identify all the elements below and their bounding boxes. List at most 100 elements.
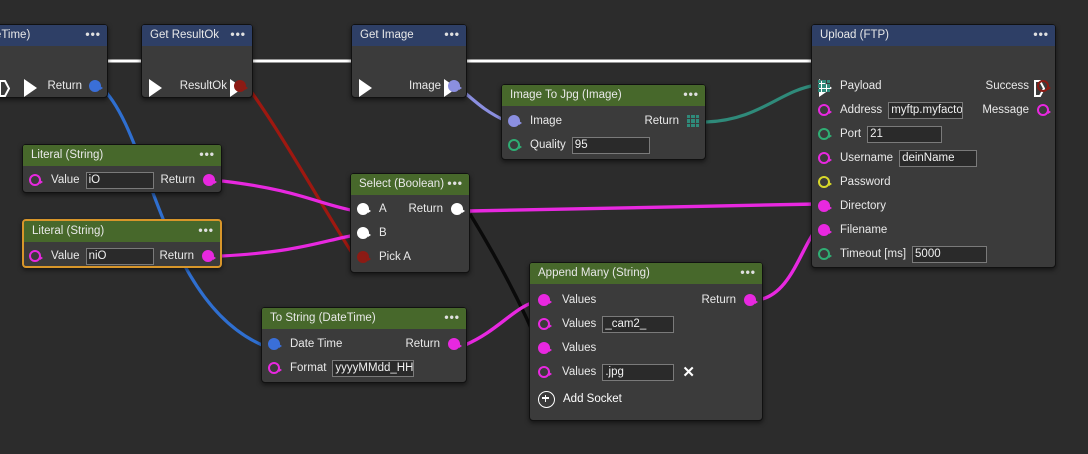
output-pin-return[interactable] <box>202 250 216 262</box>
node-to-string-datetime[interactable]: To String (DateTime) ••• Date Time Retur… <box>261 307 467 383</box>
node-menu-icon[interactable]: ••• <box>444 27 460 41</box>
node-menu-icon[interactable]: ••• <box>683 87 699 101</box>
username-input[interactable]: deinName <box>899 149 978 167</box>
output-pin-return[interactable] <box>448 338 462 350</box>
row-image[interactable]: Image Return <box>502 109 705 133</box>
input-pin-timeout[interactable] <box>818 248 832 260</box>
node-get-image[interactable]: Get Image ••• Image <box>351 24 467 98</box>
output-pin-success[interactable] <box>1037 80 1051 92</box>
output-pin-resultok[interactable] <box>234 80 248 92</box>
row-values-4[interactable]: Values .jpg ✕ <box>530 360 762 384</box>
node-now-datetime[interactable]: Now (DateTime) ••• Return <box>0 24 108 98</box>
node-header[interactable]: To String (DateTime) ••• <box>262 308 466 329</box>
output-pin-message[interactable] <box>1037 104 1051 116</box>
input-pin-port[interactable] <box>818 128 832 140</box>
output-pin-grid-icon[interactable] <box>687 115 699 127</box>
node-literal-io[interactable]: Literal (String) ••• Value iO Return <box>22 144 222 193</box>
row-pick-a[interactable]: Pick A <box>351 245 469 269</box>
output-pin-return[interactable] <box>451 203 465 215</box>
row-values-2[interactable]: Values _cam2_ <box>530 312 762 336</box>
node-upload-ftp[interactable]: Upload (FTP) ••• Payload Success Address… <box>811 24 1056 268</box>
row-b[interactable]: B <box>351 221 469 245</box>
output-row[interactable]: Image <box>352 74 466 98</box>
input-pin-directory[interactable] <box>818 200 832 212</box>
output-row[interactable]: Return <box>0 74 107 98</box>
row-date-time[interactable]: Date Time Return <box>262 332 466 356</box>
node-header[interactable]: Append Many (String) ••• <box>530 263 762 284</box>
row-timeout[interactable]: Timeout [ms] 5000 <box>812 242 1055 266</box>
exec-in-icon[interactable] <box>149 79 162 97</box>
node-menu-icon[interactable]: ••• <box>230 27 246 41</box>
row-a[interactable]: A Return <box>351 197 469 221</box>
input-pin-value[interactable] <box>29 174 43 186</box>
output-pin-image[interactable] <box>448 80 462 92</box>
output-pin-return[interactable] <box>203 174 217 186</box>
node-header[interactable]: Literal (String) ••• <box>23 145 221 166</box>
node-menu-icon[interactable]: ••• <box>740 265 756 279</box>
row-filename[interactable]: Filename <box>812 218 1055 242</box>
input-pin-address[interactable] <box>818 104 832 116</box>
row-format[interactable]: Format yyyyMMdd_HHmmss <box>262 356 466 380</box>
add-socket-button[interactable]: Add Socket <box>530 386 762 412</box>
input-pin-values-4[interactable] <box>538 366 552 378</box>
input-pin-a[interactable] <box>357 203 371 215</box>
exec-in-icon[interactable] <box>819 79 832 97</box>
row-password[interactable]: Password <box>812 170 1055 194</box>
input-pin-values-3[interactable] <box>538 342 552 354</box>
node-header[interactable]: Get Image ••• <box>352 25 466 46</box>
values-4-input[interactable]: .jpg <box>602 363 675 381</box>
output-row[interactable]: ResultOk <box>142 74 252 98</box>
row-value[interactable]: Value iO Return <box>23 168 221 192</box>
input-pin-quality[interactable] <box>508 139 522 151</box>
delete-socket-icon[interactable]: ✕ <box>682 363 695 381</box>
node-header[interactable]: Upload (FTP) ••• <box>812 25 1055 46</box>
value-input[interactable]: iO <box>85 171 154 189</box>
node-menu-icon[interactable]: ••• <box>447 176 463 190</box>
node-literal-nio[interactable]: Literal (String) ••• Value niO Return <box>22 219 222 268</box>
input-pin-date-time[interactable] <box>268 338 282 350</box>
input-pin-values-1[interactable] <box>538 294 552 306</box>
exec-out-icon[interactable] <box>24 79 37 97</box>
value-input[interactable]: niO <box>85 247 154 265</box>
values-2-input[interactable]: _cam2_ <box>602 315 675 333</box>
row-directory[interactable]: Directory <box>812 194 1055 218</box>
row-value[interactable]: Value niO Return <box>24 244 220 268</box>
input-pin-payload-grid-icon[interactable] <box>818 80 830 92</box>
output-pin-return[interactable] <box>89 80 103 92</box>
node-menu-icon[interactable]: ••• <box>199 147 215 161</box>
row-username[interactable]: Username deinName <box>812 146 1055 170</box>
input-pin-value[interactable] <box>29 250 43 262</box>
node-menu-icon[interactable]: ••• <box>198 223 214 237</box>
exec-in-icon[interactable] <box>0 80 10 97</box>
node-header[interactable]: Now (DateTime) ••• <box>0 25 107 46</box>
port-input[interactable]: 21 <box>867 125 943 143</box>
quality-input[interactable]: 95 <box>571 136 650 154</box>
node-menu-icon[interactable]: ••• <box>444 310 460 324</box>
input-pin-password[interactable] <box>818 176 832 188</box>
timeout-input[interactable]: 5000 <box>912 245 988 263</box>
exec-in-icon[interactable] <box>359 79 372 97</box>
input-pin-pick-a[interactable] <box>357 251 371 263</box>
input-pin-values-2[interactable] <box>538 318 552 330</box>
node-menu-icon[interactable]: ••• <box>85 27 101 41</box>
input-pin-username[interactable] <box>818 152 832 164</box>
node-header[interactable]: Get ResultOk ••• <box>142 25 252 46</box>
node-header[interactable]: Literal (String) ••• <box>24 221 220 242</box>
node-append-many[interactable]: Append Many (String) ••• Values Return V… <box>529 262 763 421</box>
node-image-to-jpg[interactable]: Image To Jpg (Image) ••• Image Return Qu… <box>501 84 706 160</box>
row-payload[interactable]: Payload Success <box>812 74 1055 98</box>
input-pin-image[interactable] <box>508 115 522 127</box>
node-get-resultok[interactable]: Get ResultOk ••• ResultOk <box>141 24 253 98</box>
input-pin-b[interactable] <box>357 227 371 239</box>
node-header[interactable]: Image To Jpg (Image) ••• <box>502 85 705 106</box>
address-input[interactable]: myftp.myfactory.com <box>888 101 964 119</box>
row-quality[interactable]: Quality 95 <box>502 133 705 157</box>
node-select-boolean[interactable]: Select (Boolean) ••• A Return B Pick A <box>350 173 470 273</box>
output-pin-return[interactable] <box>744 294 758 306</box>
row-port[interactable]: Port 21 <box>812 122 1055 146</box>
node-header[interactable]: Select (Boolean) ••• <box>351 174 469 195</box>
input-pin-filename[interactable] <box>818 224 832 236</box>
format-input[interactable]: yyyyMMdd_HHmmss <box>332 359 415 377</box>
input-pin-format[interactable] <box>268 362 282 374</box>
